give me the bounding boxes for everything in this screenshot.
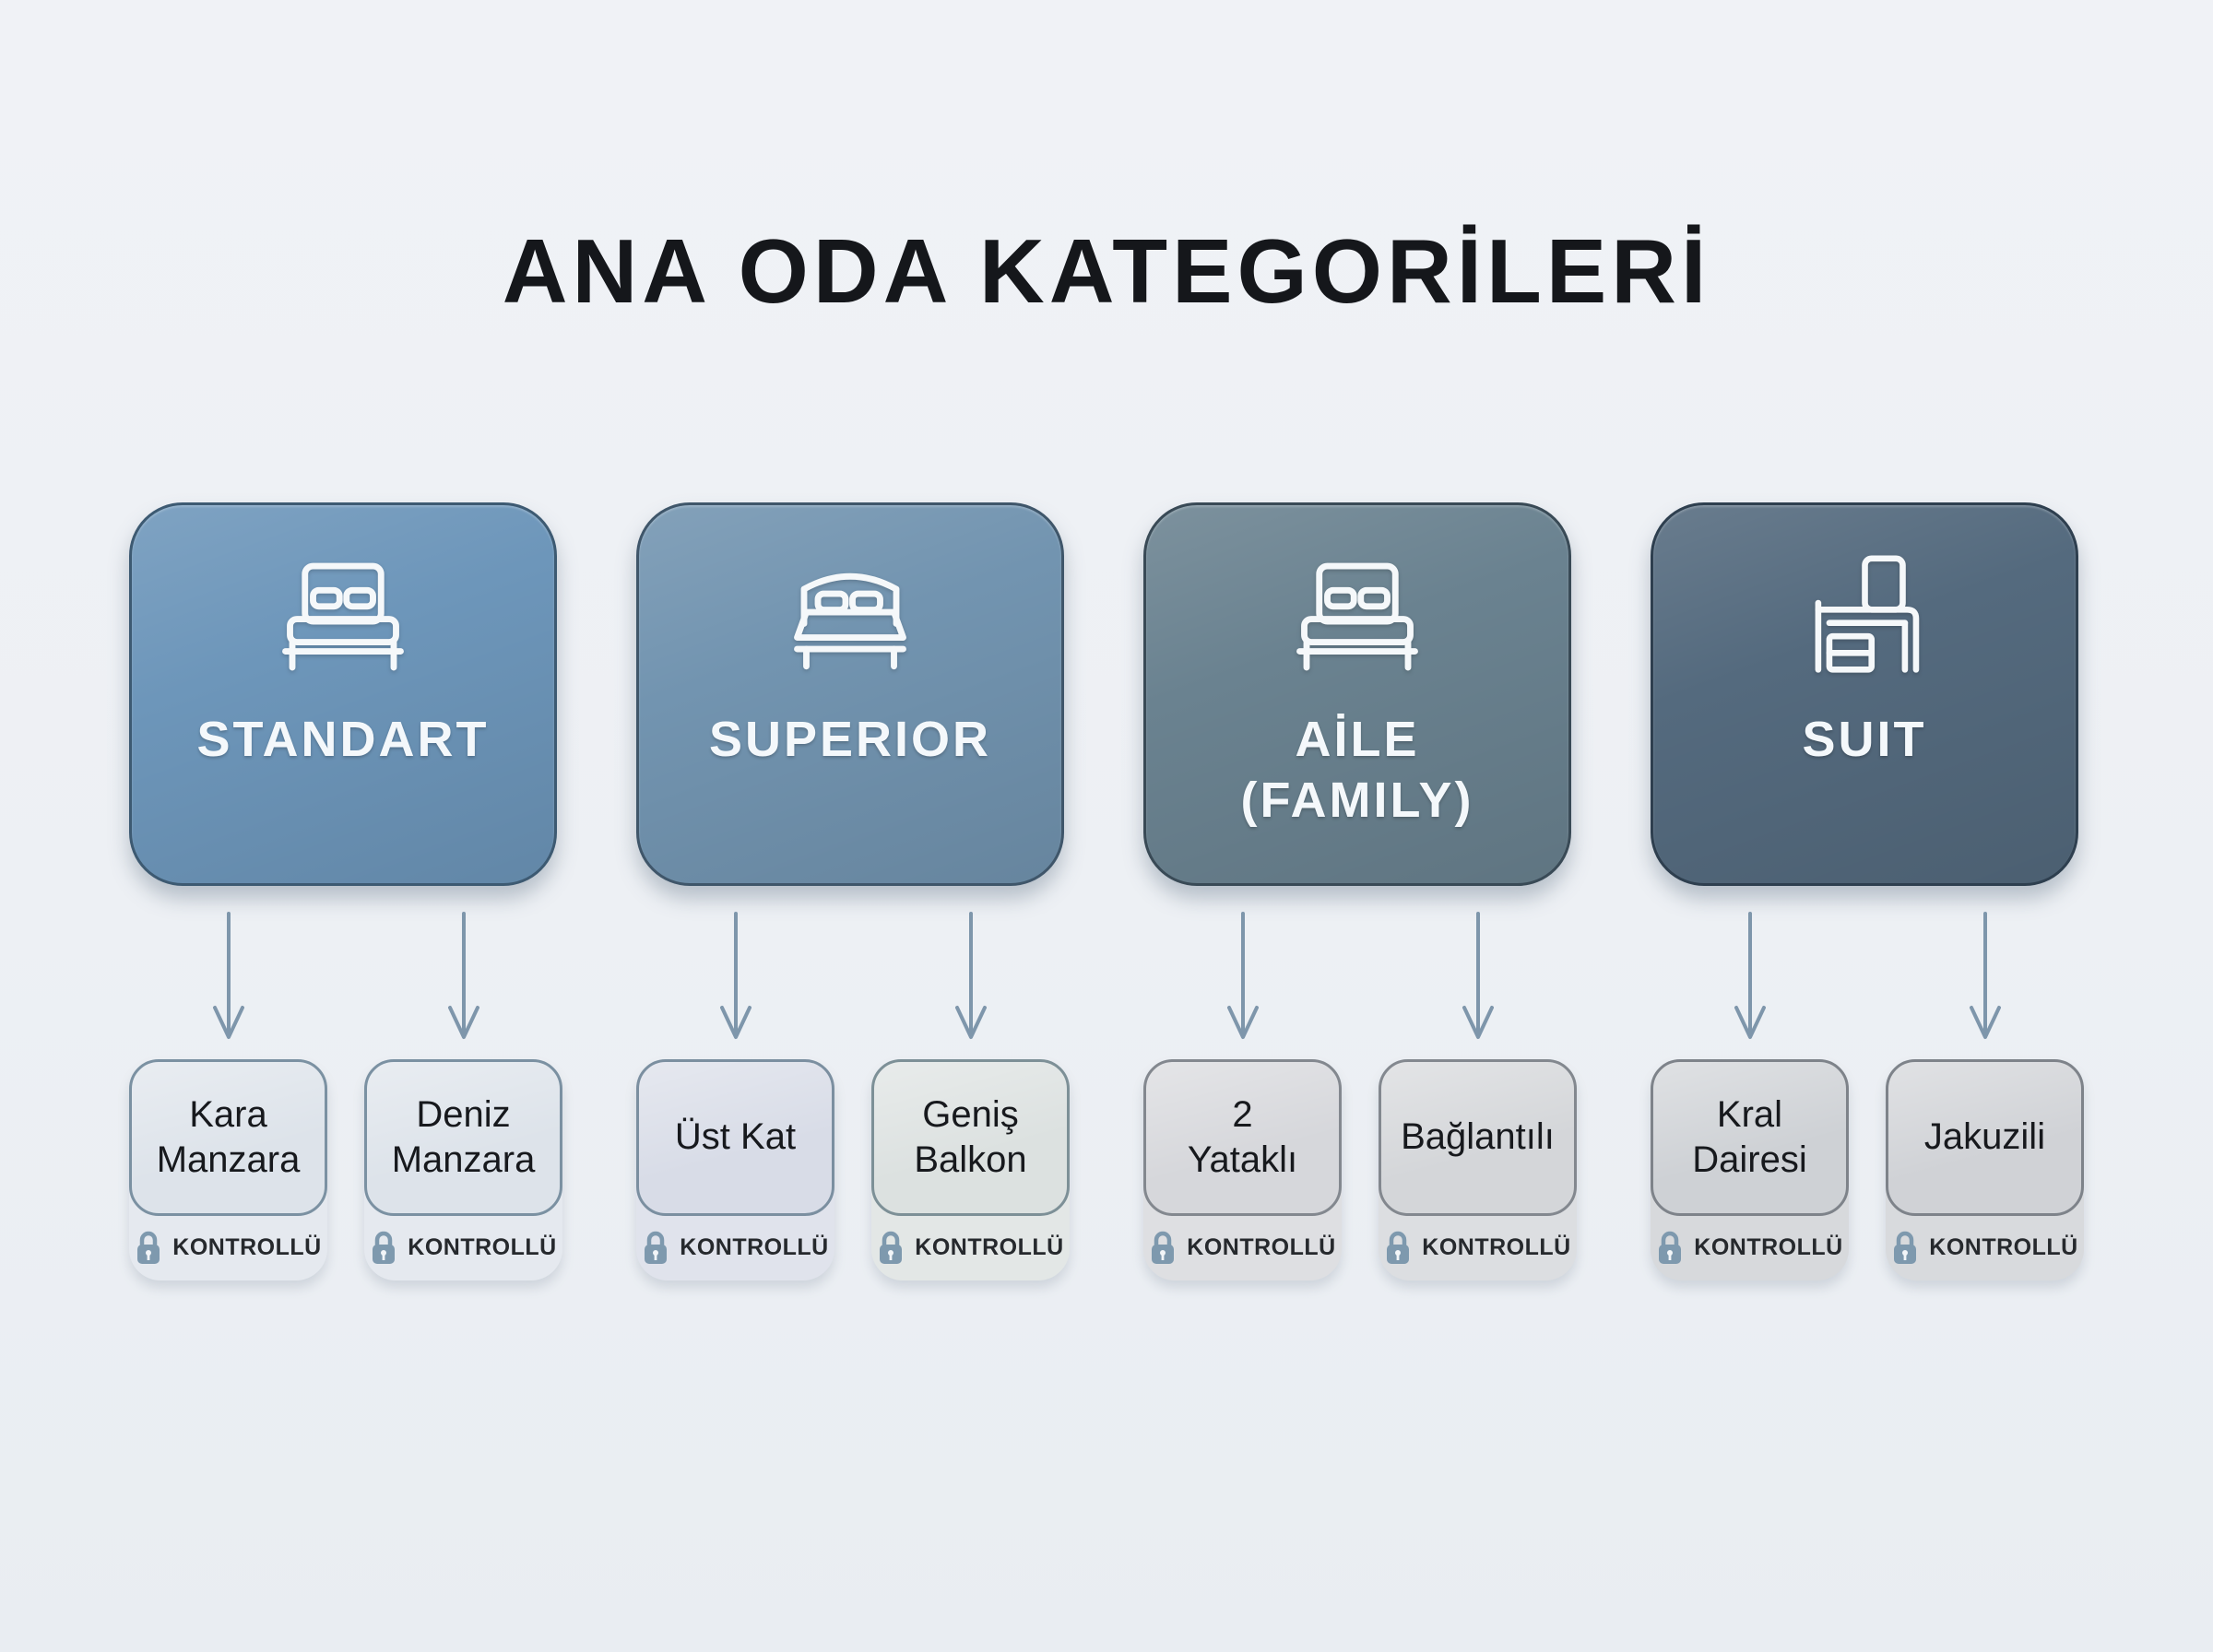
category-card-aile: AİLE (FAMILY): [1143, 502, 1571, 886]
category-card-suit: SUIT: [1651, 502, 2078, 886]
child-card: Kral Dairesi KONTROL: [1651, 1058, 1849, 1280]
child-label: Kara Manzara: [156, 1093, 301, 1180]
lock-icon: [1656, 1231, 1684, 1266]
category-columns: STANDART Kara Manzara: [129, 502, 2084, 1280]
category-label: SUPERIOR: [708, 711, 992, 767]
badge-label: KONTROLLÜ: [1422, 1234, 1571, 1261]
child-label: Üst Kat: [674, 1116, 797, 1158]
double-bed-icon: [1288, 548, 1426, 686]
lock-icon: [135, 1231, 162, 1266]
arrow-down-icon: [1965, 911, 2006, 1041]
child-box: Deniz Manzara: [364, 1058, 562, 1216]
category-label: SUIT: [1802, 711, 1927, 767]
badge-label: KONTROLLÜ: [1929, 1234, 2078, 1261]
child-kral-dairesi: Kral Dairesi KONTROL: [1651, 886, 1849, 1280]
child-label: Bağlantılı: [1401, 1116, 1555, 1158]
arrow-down-icon: [1223, 911, 1263, 1041]
category-label: AİLE (FAMILY): [1240, 711, 1474, 828]
vanity-desk-icon: [1798, 548, 1932, 686]
child-2-yatakli: 2 Yataklı KONTROLLÜ: [1143, 886, 1342, 1280]
arrow-down-icon: [716, 911, 756, 1041]
lock-icon: [642, 1231, 669, 1266]
child-box: Jakuzili: [1886, 1058, 2084, 1216]
child-label: 2 Yataklı: [1187, 1093, 1298, 1180]
category-column-standart: STANDART Kara Manzara: [129, 502, 562, 1280]
child-jakuzili: Jakuzili KONTROLLÜ: [1886, 886, 2084, 1280]
child-card: 2 Yataklı KONTROLLÜ: [1143, 1058, 1342, 1280]
arrow-down-icon: [951, 911, 991, 1041]
children-row: Üst Kat KONTROLLÜ: [636, 886, 1070, 1280]
controlled-badge: KONTROLLÜ: [1143, 1216, 1342, 1280]
lock-icon: [1891, 1231, 1919, 1266]
controlled-badge: KONTROLLÜ: [1651, 1216, 1849, 1280]
controlled-badge: KONTROLLÜ: [129, 1216, 327, 1280]
arrow-down-icon: [1730, 911, 1770, 1041]
child-label: Kral Dairesi: [1692, 1093, 1807, 1180]
child-box: Geniş Balkon: [871, 1058, 1070, 1216]
lock-icon: [370, 1231, 397, 1266]
child-card: Kara Manzara KONTROL: [129, 1058, 327, 1280]
page-title: ANA ODA KATEGORİLERİ: [502, 220, 1711, 322]
controlled-badge: KONTROLLÜ: [1379, 1216, 1577, 1280]
child-box: Bağlantılı: [1379, 1058, 1577, 1216]
arrow-down-icon: [208, 911, 249, 1041]
child-card: Geniş Balkon KONTROL: [871, 1058, 1070, 1280]
lock-icon: [1149, 1231, 1177, 1266]
child-genis-balkon: Geniş Balkon KONTROL: [871, 886, 1070, 1280]
badge-label: KONTROLLÜ: [1187, 1234, 1336, 1261]
child-ust-kat: Üst Kat KONTROLLÜ: [636, 886, 834, 1280]
child-baglantili: Bağlantılı KONTROLLÜ: [1379, 886, 1577, 1280]
child-label: Geniş Balkon: [914, 1093, 1027, 1180]
child-card: Bağlantılı KONTROLLÜ: [1379, 1058, 1577, 1280]
category-label: STANDART: [196, 711, 490, 767]
category-card-standart: STANDART: [129, 502, 557, 886]
child-box: Kara Manzara: [129, 1058, 327, 1216]
category-column-suit: SUIT Kral Dairesi: [1651, 502, 2084, 1280]
children-row: 2 Yataklı KONTROLLÜ: [1143, 886, 1577, 1280]
child-box: 2 Yataklı: [1143, 1058, 1342, 1216]
badge-label: KONTROLLÜ: [408, 1234, 557, 1261]
category-card-superior: SUPERIOR: [636, 502, 1064, 886]
child-kara-manzara: Kara Manzara KONTROL: [129, 886, 327, 1280]
double-bed-icon: [274, 548, 412, 686]
child-deniz-manzara: Deniz Manzara KONTRO: [364, 886, 562, 1280]
lock-icon: [1384, 1231, 1412, 1266]
child-card: Üst Kat KONTROLLÜ: [636, 1058, 834, 1280]
double-bed-arched-icon: [781, 548, 919, 686]
category-column-superior: SUPERIOR Üst Kat: [636, 502, 1070, 1280]
controlled-badge: KONTROLLÜ: [636, 1216, 834, 1280]
arrow-down-icon: [1458, 911, 1498, 1041]
category-column-aile: AİLE (FAMILY) 2 Yataklı: [1143, 502, 1577, 1280]
controlled-badge: KONTROLLÜ: [364, 1216, 562, 1280]
child-card: Jakuzili KONTROLLÜ: [1886, 1058, 2084, 1280]
badge-label: KONTROLLÜ: [915, 1234, 1064, 1261]
controlled-badge: KONTROLLÜ: [1886, 1216, 2084, 1280]
child-card: Deniz Manzara KONTRO: [364, 1058, 562, 1280]
children-row: Kral Dairesi KONTROL: [1651, 886, 2084, 1280]
lock-icon: [877, 1231, 905, 1266]
controlled-badge: KONTROLLÜ: [871, 1216, 1070, 1280]
child-box: Kral Dairesi: [1651, 1058, 1849, 1216]
arrow-down-icon: [444, 911, 484, 1041]
badge-label: KONTROLLÜ: [1694, 1234, 1843, 1261]
badge-label: KONTROLLÜ: [172, 1234, 322, 1261]
child-box: Üst Kat: [636, 1058, 834, 1216]
badge-label: KONTROLLÜ: [680, 1234, 829, 1261]
children-row: Kara Manzara KONTROL: [129, 886, 562, 1280]
child-label: Jakuzili: [1923, 1116, 2046, 1158]
child-label: Deniz Manzara: [391, 1093, 536, 1180]
